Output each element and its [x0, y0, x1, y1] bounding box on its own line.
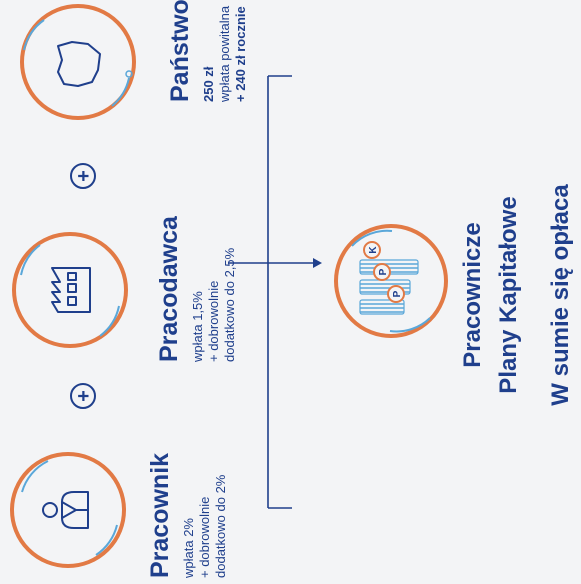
ppk-letter-p1: P	[392, 290, 403, 297]
ppk-badge: K P P	[334, 224, 448, 338]
ppk-coins-icon: K P P	[359, 241, 419, 315]
pracodawca-line-1: wpłata 1,5%	[190, 291, 205, 363]
panstwo-line-2: wpłata powitalna	[217, 5, 232, 103]
pracodawca-badge	[12, 232, 128, 348]
map-icon	[57, 41, 101, 87]
pracownik-line-3: dodatkowo do 2%	[213, 474, 228, 578]
panstwo-text: Państwo 250 zł wpłata powitalna + 240 zł…	[166, 0, 248, 103]
ppk-title-line-1: Pracownicze	[459, 222, 486, 367]
ppk-title-line-2: Plany Kapitałowe	[495, 196, 522, 393]
pracodawca-line-2: + dobrowolnie	[206, 281, 221, 362]
ppk-text: Pracownicze Plany Kapitałowe W sumie się…	[459, 184, 574, 406]
pracownik-title: Pracownik	[146, 453, 174, 578]
pracodawca-line-3: dodatkowo do 2,5%	[222, 247, 237, 362]
pracodawca-text: Pracodawca wpłata 1,5% + dobrowolnie dod…	[155, 215, 237, 363]
pracodawca-title: Pracodawca	[155, 215, 183, 362]
factory-icon	[51, 267, 91, 313]
pracownik-text: Pracownik wpłata 2% + dobrowolnie dodatk…	[146, 453, 228, 579]
pracownik-badge	[10, 452, 126, 568]
pracownik-line-2: + dobrowolnie	[197, 497, 212, 578]
panstwo-line-3: + 240 zł rocznie	[233, 6, 248, 102]
person-icon	[42, 491, 89, 529]
pracownik-line-1: wpłata 2%	[181, 518, 196, 579]
ppk-letter-k: K	[368, 246, 379, 254]
svg-text:+: +	[73, 390, 95, 402]
panstwo-badge	[20, 4, 136, 120]
svg-text:+: +	[73, 170, 95, 182]
ppk-letter-p2: P	[378, 268, 389, 275]
ppk-subtitle: W sumie się opłaca	[547, 184, 574, 406]
connector-arrow	[313, 258, 322, 268]
plus-sign-2: +	[70, 163, 96, 189]
panstwo-line-1: 250 zł	[201, 66, 216, 102]
plus-sign-1: +	[70, 383, 96, 409]
connector-bracket	[228, 75, 320, 509]
panstwo-title: Państwo	[166, 0, 194, 102]
